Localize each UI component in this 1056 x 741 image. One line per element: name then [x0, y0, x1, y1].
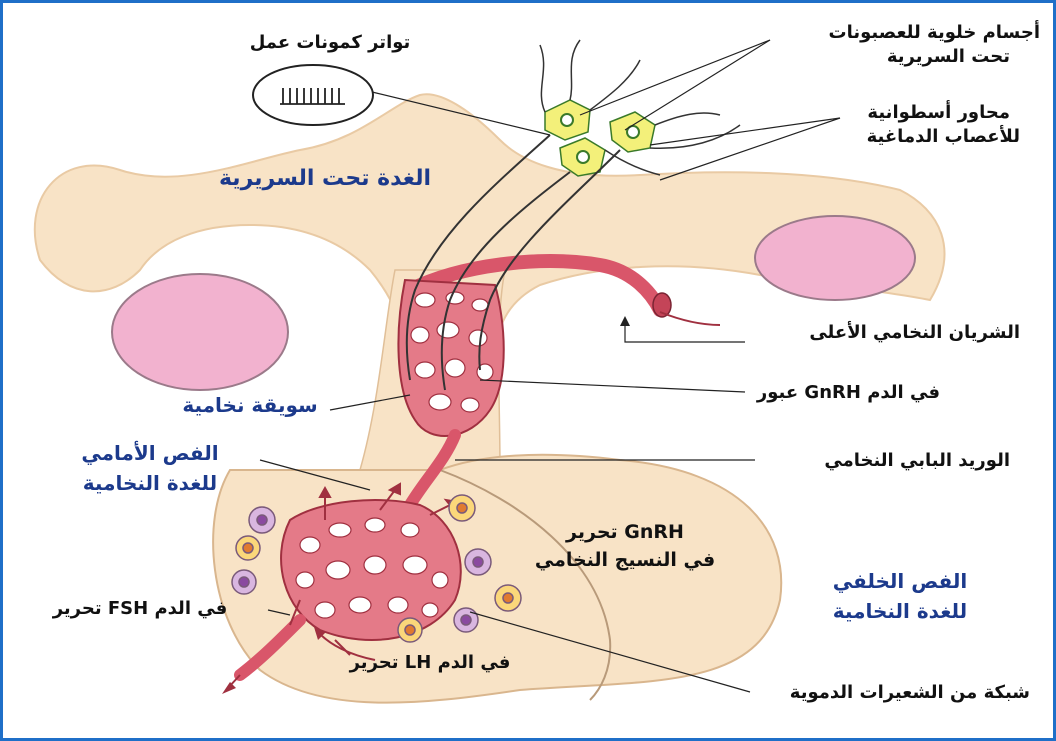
label-portal-vein: الوريد البابي النخامي	[824, 450, 1010, 471]
label-hypothalamus: الغدة تحت السريرية	[219, 166, 431, 191]
label-pituitary-stalk: سويقة نخامية	[182, 393, 317, 417]
label-posterior-lobe-line1: الفص الخلفي	[833, 569, 968, 594]
right-pink-structure	[755, 216, 915, 300]
label-action-potentials: تواتر كمونات عمل	[250, 32, 411, 53]
label-superior-artery: الشريان النخامي الأعلى	[809, 321, 1020, 343]
label-axons-line1: محاور أسطوانية	[867, 100, 1010, 123]
label-lh-release: تحرير LH في الدم	[349, 652, 511, 673]
label-anterior-lobe-line2: للغدة النخامية	[83, 471, 217, 495]
label-axons-line2: للأعصاب الدماغية	[867, 125, 1020, 147]
label-neuron-bodies-line2: تحت السريرية	[887, 46, 1010, 67]
label-gnrh-transit: عبور GnRH في الدم	[756, 382, 940, 403]
label-capillary-network: شبكة من الشعيرات الدموية	[790, 682, 1030, 703]
label-gnrh-release-line1: تحرير GnRH	[565, 521, 684, 543]
hypothalamic-neurons	[540, 40, 740, 176]
label-anterior-lobe-line1: الفص الأمامي	[81, 440, 218, 466]
label-fsh-release: تحرير FSH في الدم	[52, 598, 228, 619]
left-pink-structure	[112, 274, 288, 390]
label-neuron-bodies-line1: أجسام خلوية للعصبونات	[829, 20, 1040, 43]
label-posterior-lobe-line2: للغدة النخامية	[833, 599, 967, 623]
action-potential-inset	[253, 65, 373, 125]
label-gnrh-release-line2: في النسيج النخامي	[535, 549, 715, 571]
